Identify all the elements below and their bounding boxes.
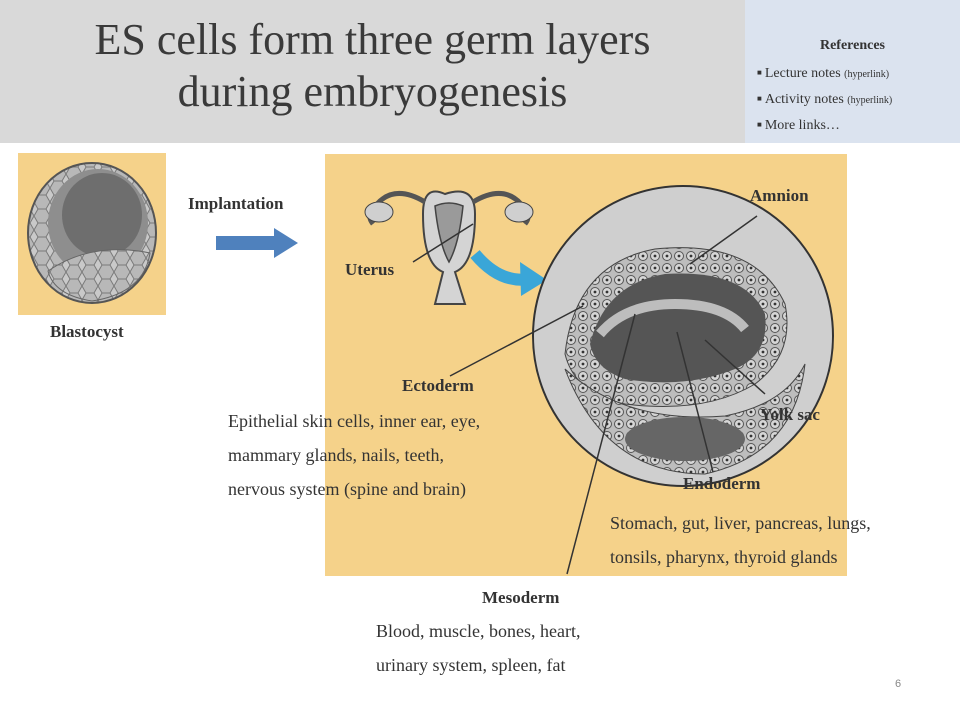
references-heading: References xyxy=(819,38,886,53)
slide-title-line2: during embryogenesis xyxy=(177,67,568,116)
title-bar xyxy=(0,0,745,143)
amnion-label: Amnion xyxy=(750,186,809,205)
blastocyst-label: Blastocyst xyxy=(50,322,124,341)
slide-title: ES cells form three germ layers during e… xyxy=(0,14,745,118)
implantation-label: Implantation xyxy=(188,194,284,213)
blastocyst-illustration xyxy=(18,153,166,315)
reference-link-lecture-notes[interactable]: ■Lecture notes (hyperlink) xyxy=(757,66,890,81)
bullet-icon: ■ xyxy=(757,68,762,77)
embryo-illustration xyxy=(364,185,834,575)
reference-link-more-links[interactable]: ■More links… xyxy=(757,118,840,133)
page-number: 6 xyxy=(895,678,902,690)
references-box: References ■Lecture notes (hyperlink) ■A… xyxy=(745,0,960,143)
slide-title-line1: ES cells form three germ layers xyxy=(94,15,651,64)
mesoderm-description: Blood, muscle, bones, heart, urinary sys… xyxy=(376,621,581,675)
endoderm-label: Endoderm xyxy=(683,474,761,493)
mesoderm-label: Mesoderm xyxy=(482,588,560,607)
implantation-arrow-icon xyxy=(216,228,298,258)
bullet-icon: ■ xyxy=(757,94,762,103)
yolk-sac-label: Yolk sac xyxy=(760,405,820,424)
bullet-icon: ■ xyxy=(757,120,762,129)
uterus-label: Uterus xyxy=(345,260,395,279)
endoderm-description: Stomach, gut, liver, pancreas, lungs, to… xyxy=(610,513,871,567)
reference-link-activity-notes[interactable]: ■Activity notes (hyperlink) xyxy=(757,92,893,107)
ectoderm-label: Ectoderm xyxy=(402,376,474,395)
ectoderm-description: Epithelial skin cells, inner ear, eye, m… xyxy=(228,411,481,499)
